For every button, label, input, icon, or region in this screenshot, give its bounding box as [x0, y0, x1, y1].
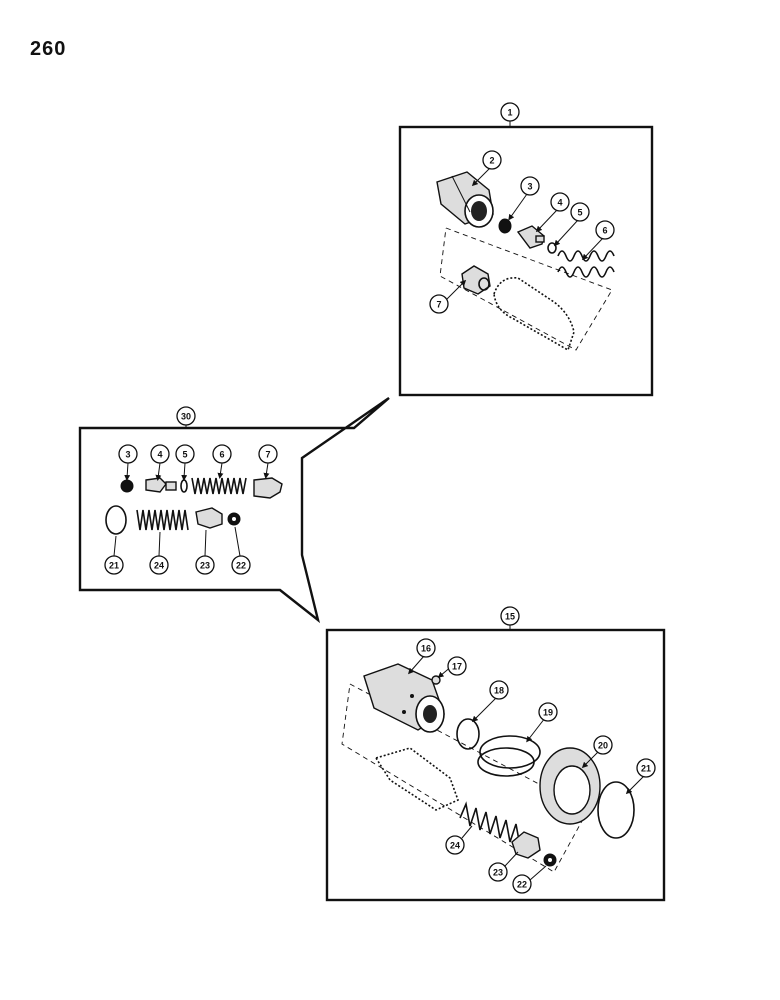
poppet-4 — [145, 477, 177, 493]
callout-19: 19 — [538, 702, 558, 722]
panel-assembly-15 — [325, 625, 666, 902]
spring-24 — [136, 509, 189, 531]
callout-30: 30 — [176, 406, 196, 426]
o-ring-21 — [105, 505, 127, 535]
svg-text:3: 3 — [125, 450, 130, 460]
callout-15: 15 — [500, 606, 520, 626]
guide-7 — [253, 477, 283, 499]
housing-outline — [493, 277, 575, 352]
callout-5: 5 — [570, 202, 590, 222]
spring-6 — [557, 250, 615, 278]
callout-16: 16 — [416, 638, 436, 658]
callout-21: 21 — [104, 555, 124, 575]
svg-text:7: 7 — [265, 450, 270, 460]
svg-text:1: 1 — [507, 108, 512, 118]
callout-7: 7 — [258, 444, 278, 464]
poppet-4 — [516, 225, 545, 249]
callout-group: 1 2 3 4 5 6 7 30 3 4 5 6 7 21 24 23 22 1… — [104, 102, 656, 894]
svg-text:21: 21 — [109, 561, 119, 571]
svg-text:3: 3 — [527, 182, 532, 192]
callout-4: 4 — [150, 444, 170, 464]
callout-23: 23 — [195, 555, 215, 575]
callout-4: 4 — [550, 192, 570, 212]
callout-17: 17 — [447, 656, 467, 676]
svg-text:20: 20 — [598, 741, 608, 751]
callout-2: 2 — [482, 150, 502, 170]
spring-19 — [477, 735, 541, 777]
callout-18: 18 — [489, 680, 509, 700]
callout-21: 21 — [636, 758, 656, 778]
callout-24: 24 — [149, 555, 169, 575]
ball-17 — [431, 675, 441, 685]
callout-3: 3 — [520, 176, 540, 196]
seal-3 — [120, 479, 134, 493]
callout-20: 20 — [593, 735, 613, 755]
o-ring-21 — [597, 781, 635, 839]
callout-7: 7 — [429, 294, 449, 314]
svg-text:5: 5 — [577, 208, 582, 218]
svg-text:21: 21 — [641, 764, 651, 774]
guide-7 — [461, 265, 491, 295]
callout-6: 6 — [595, 220, 615, 240]
svg-text:23: 23 — [493, 868, 503, 878]
callout-22: 22 — [512, 874, 532, 894]
callout-24: 24 — [445, 835, 465, 855]
callout-22: 22 — [231, 555, 251, 575]
callout-1: 1 — [500, 102, 520, 122]
svg-text:22: 22 — [236, 561, 246, 571]
svg-text:15: 15 — [505, 612, 515, 622]
svg-text:23: 23 — [200, 561, 210, 571]
svg-text:4: 4 — [557, 198, 562, 208]
fitting-body-2 — [436, 171, 494, 228]
callout-23: 23 — [488, 862, 508, 882]
svg-text:17: 17 — [452, 662, 462, 672]
sleeve-20 — [539, 747, 601, 825]
page-number: 260 — [30, 38, 67, 60]
svg-text:30: 30 — [181, 412, 191, 422]
svg-text:7: 7 — [436, 300, 441, 310]
spring-6 — [191, 477, 247, 495]
callout-5: 5 — [175, 444, 195, 464]
svg-text:6: 6 — [602, 226, 607, 236]
valve-housing-16 — [363, 663, 445, 733]
svg-text:16: 16 — [421, 644, 431, 654]
svg-text:18: 18 — [494, 686, 504, 696]
o-ring-5 — [547, 242, 557, 254]
o-ring-18 — [456, 718, 480, 750]
svg-text:2: 2 — [489, 156, 494, 166]
panel-kit-30 — [78, 397, 390, 624]
callout-6: 6 — [212, 444, 232, 464]
callout-3: 3 — [118, 444, 138, 464]
svg-text:24: 24 — [154, 561, 164, 571]
seal-3 — [498, 218, 512, 234]
svg-text:4: 4 — [157, 450, 162, 460]
svg-text:22: 22 — [517, 880, 527, 890]
svg-text:24: 24 — [450, 841, 460, 851]
spring-24 — [459, 801, 521, 847]
o-ring-5 — [180, 479, 188, 493]
panel-assembly-1 — [398, 121, 654, 397]
svg-text:6: 6 — [219, 450, 224, 460]
svg-text:5: 5 — [182, 450, 187, 460]
piston-23 — [195, 507, 223, 529]
svg-text:19: 19 — [543, 708, 553, 718]
